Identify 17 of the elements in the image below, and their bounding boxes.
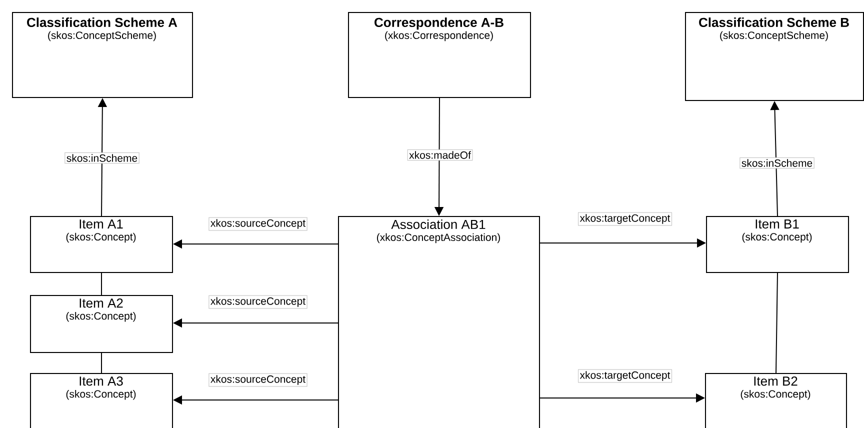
edge-label: skos:inScheme — [64, 152, 140, 164]
scheme-box: Classification Scheme A (skos:ConceptScheme) — [12, 12, 193, 98]
concept-box: Association AB1 (xkos:ConceptAssociation) — [338, 216, 540, 428]
concept-box: Item B2 (skos:Concept) — [705, 373, 847, 428]
edge-label: xkos:sourceConcept — [208, 373, 308, 387]
scheme-box: Classification Scheme B (skos:ConceptScheme) — [685, 12, 864, 101]
concept-box: Item B1 (skos:Concept) — [706, 216, 849, 273]
edge-label: xkos:madeOf — [407, 149, 473, 161]
edge-label: xkos:sourceConcept — [208, 217, 308, 231]
scheme-box: Correspondence A-B (xkos:Correspondence) — [348, 12, 531, 98]
edge-label: xkos:targetConcept — [578, 212, 672, 226]
concept-box: Item A3 (skos:Concept) — [30, 373, 173, 428]
edge-label: skos:inScheme — [740, 157, 814, 169]
concept-box: Item A2 (skos:Concept) — [30, 295, 173, 353]
concept-box: Item A1 (skos:Concept) — [30, 216, 173, 273]
edge-label: xkos:sourceConcept — [208, 295, 308, 309]
edge-label: xkos:targetConcept — [578, 369, 672, 383]
